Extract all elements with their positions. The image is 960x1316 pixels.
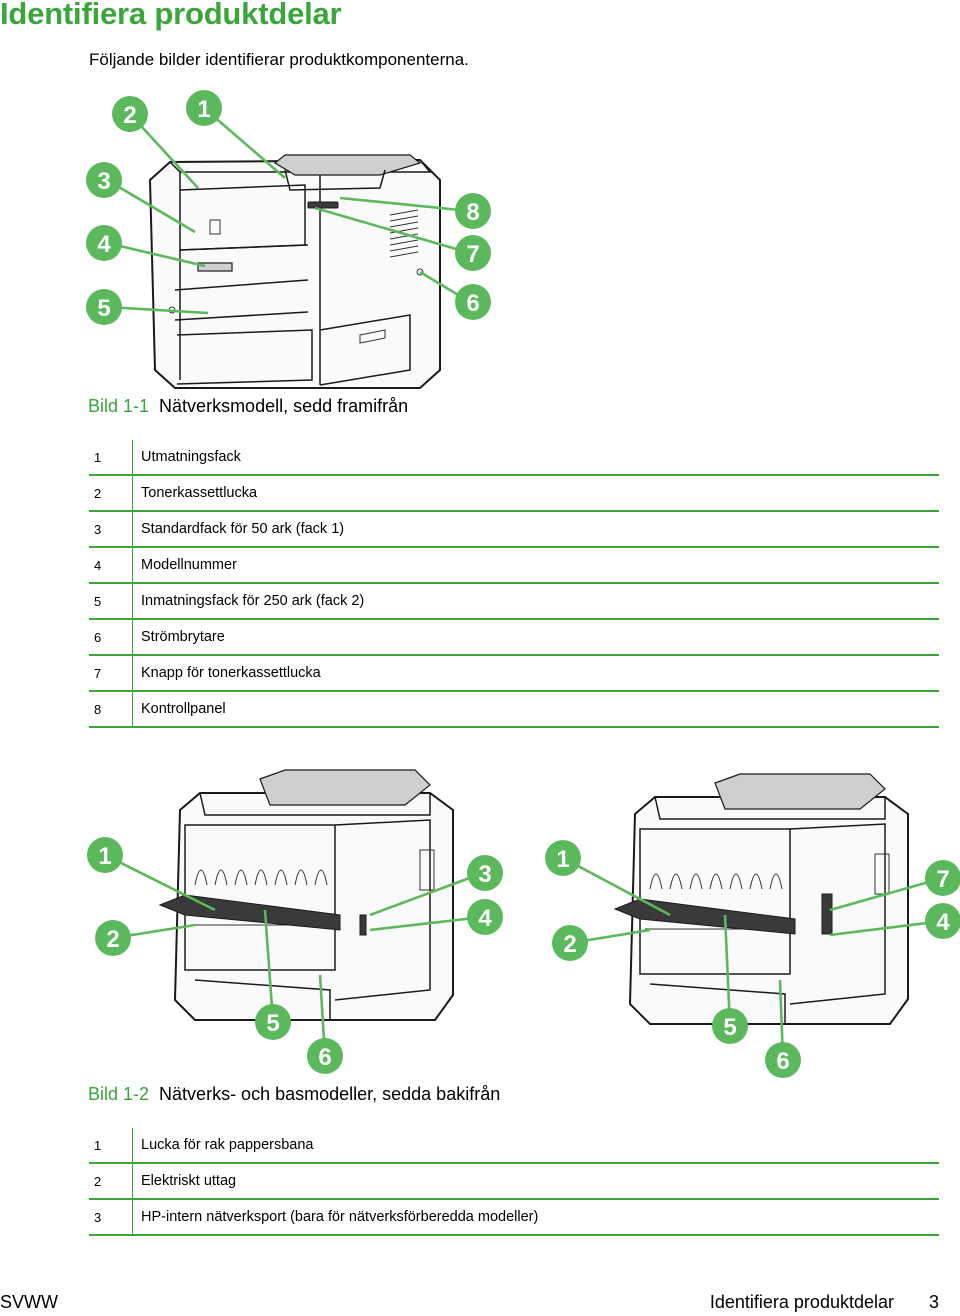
svg-text:5: 5 xyxy=(266,1010,279,1037)
part-description: Strömbrytare xyxy=(132,619,939,656)
figure-1-caption-text: Nätverksmodell, sedd framifrån xyxy=(159,396,409,416)
callout-8: 8 xyxy=(455,193,491,229)
svg-text:6: 6 xyxy=(776,1048,789,1075)
back-right-callout-6: 6 xyxy=(765,1042,801,1078)
part-number: 8 xyxy=(89,691,133,728)
back-left-callout-4: 4 xyxy=(467,899,503,935)
part-number: 3 xyxy=(89,511,133,548)
callout-7: 7 xyxy=(455,235,491,271)
printer-back-illustrations: 1 2 3 4 5 6 1 2 7 4 5 6 xyxy=(87,769,960,1078)
page-title: Identifiera produktdelar xyxy=(0,0,342,31)
back-right-callout-5: 5 xyxy=(712,1008,748,1044)
part-description: Kontrollpanel xyxy=(132,691,939,728)
back-right-callout-7: 7 xyxy=(925,860,960,896)
svg-text:5: 5 xyxy=(723,1014,736,1041)
page-number: 3 xyxy=(928,1292,939,1312)
svg-text:4: 4 xyxy=(936,909,950,936)
callout-4: 4 xyxy=(86,225,122,261)
svg-text:6: 6 xyxy=(318,1044,331,1071)
back-left-callout-3: 3 xyxy=(467,855,503,891)
svg-text:8: 8 xyxy=(466,199,479,226)
part-number: 7 xyxy=(89,655,133,692)
svg-text:7: 7 xyxy=(466,241,479,268)
back-left-callout-5: 5 xyxy=(255,1004,291,1040)
part-number: 1 xyxy=(89,1128,133,1164)
svg-text:1: 1 xyxy=(197,96,210,123)
svg-text:3: 3 xyxy=(97,168,110,195)
figure-2-caption-text: Nätverks- och basmodeller, sedda bakifrå… xyxy=(159,1084,501,1104)
back-left-callout-2: 2 xyxy=(95,920,131,956)
part-description: HP-intern nätverksport (bara för nätverk… xyxy=(132,1199,939,1236)
part-number: 3 xyxy=(89,1199,133,1236)
back-right-callout-4: 4 xyxy=(925,903,960,939)
part-description: Knapp för tonerkassettlucka xyxy=(132,655,939,692)
part-description: Elektriskt uttag xyxy=(132,1163,939,1200)
part-number: 1 xyxy=(89,440,133,476)
back-right-callout-1: 1 xyxy=(545,840,581,876)
back-right-callout-2: 2 xyxy=(552,925,588,961)
svg-text:1: 1 xyxy=(556,846,569,873)
part-number: 2 xyxy=(89,1163,133,1200)
svg-text:4: 4 xyxy=(97,231,111,258)
callout-6: 6 xyxy=(455,284,491,320)
svg-text:2: 2 xyxy=(563,931,576,958)
callout-3: 3 xyxy=(86,162,122,198)
part-description: Utmatningsfack xyxy=(132,440,939,476)
part-number: 5 xyxy=(89,583,133,620)
footer-left: SVWW xyxy=(0,1292,58,1312)
svg-text:7: 7 xyxy=(936,866,949,893)
part-description: Modellnummer xyxy=(132,547,939,584)
callout-2: 2 xyxy=(112,96,148,132)
back-left-callout-6: 6 xyxy=(307,1038,343,1074)
figure-1-caption: Bild 1-1 Nätverksmodell, sedd framifrån xyxy=(88,396,408,417)
part-description: Standardfack för 50 ark (fack 1) xyxy=(132,511,939,548)
figure-2-caption: Bild 1-2 Nätverks- och basmodeller, sedd… xyxy=(88,1084,500,1105)
part-description: Inmatningsfack för 250 ark (fack 2) xyxy=(132,583,939,620)
part-number: 2 xyxy=(89,475,133,512)
svg-text:1: 1 xyxy=(98,843,111,870)
svg-text:6: 6 xyxy=(466,290,479,317)
part-number: 6 xyxy=(89,619,133,656)
intro-text: Följande bilder identifierar produktkomp… xyxy=(89,50,469,69)
svg-text:2: 2 xyxy=(106,926,119,953)
figure-1-caption-number: Bild 1-1 xyxy=(88,396,150,416)
back-left-callout-1: 1 xyxy=(87,837,123,873)
svg-text:2: 2 xyxy=(123,102,136,129)
part-number: 4 xyxy=(89,547,133,584)
svg-text:3: 3 xyxy=(478,861,491,888)
callout-1: 1 xyxy=(186,90,222,126)
footer-section-title: Identifiera produktdelar xyxy=(709,1292,894,1312)
figure-2-caption-number: Bild 1-2 xyxy=(88,1084,150,1104)
svg-text:4: 4 xyxy=(478,905,492,932)
svg-text:5: 5 xyxy=(97,295,110,322)
part-description: Tonerkassettlucka xyxy=(132,475,939,512)
printer-front-illustration: 2 1 3 4 5 8 7 6 xyxy=(86,90,491,389)
part-description: Lucka för rak pappersbana xyxy=(132,1128,939,1164)
callout-5: 5 xyxy=(86,289,122,325)
